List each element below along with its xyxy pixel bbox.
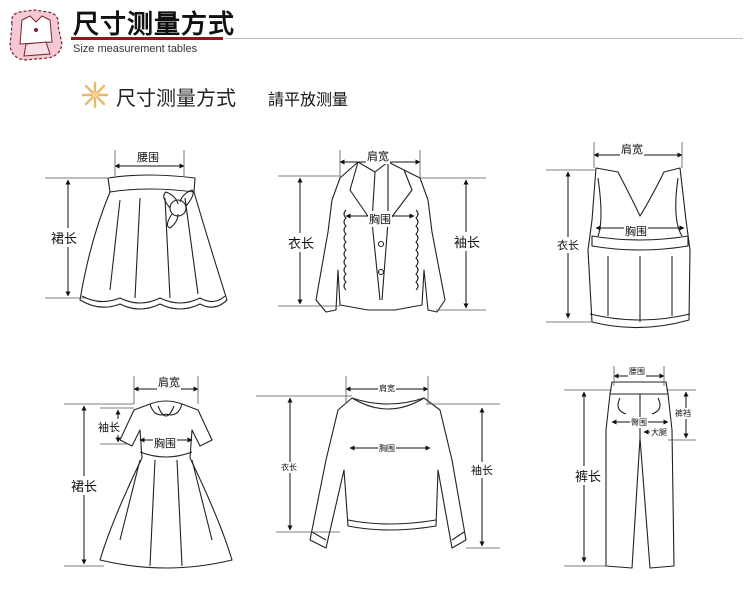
skirt-length-label: 裙长 bbox=[50, 228, 79, 247]
skirt-drawing bbox=[45, 150, 228, 310]
page-header: 尺寸测量方式 Size measurement tables bbox=[0, 0, 750, 61]
sweater-shoulder-label: 肩宽 bbox=[378, 383, 396, 394]
pants-rise-label: 裤裆 bbox=[674, 408, 692, 419]
sweater-chest-label: 胸围 bbox=[378, 443, 396, 454]
title-underline bbox=[71, 37, 223, 40]
vest-shoulder-label: 肩宽 bbox=[620, 141, 644, 157]
sweater-drawing bbox=[256, 376, 500, 549]
pants-length-label: 裤长 bbox=[574, 466, 603, 485]
pants-thigh-label: 大腿 bbox=[650, 427, 668, 438]
dress-shoulder-label: 肩宽 bbox=[157, 374, 181, 390]
star-burst-icon bbox=[81, 81, 109, 109]
page-subtitle: Size measurement tables bbox=[73, 43, 198, 55]
jacket-drawing bbox=[278, 150, 486, 313]
jacket-chest-label: 胸围 bbox=[368, 211, 392, 227]
shirt-outfit-icon bbox=[9, 9, 63, 61]
dress-sleeve-label: 袖长 bbox=[97, 419, 121, 435]
page-title: 尺寸测量方式 bbox=[73, 10, 236, 40]
sweater-sleeve-label: 袖长 bbox=[470, 462, 494, 478]
dress-drawing bbox=[64, 376, 233, 569]
pants-hip-label: 臀围 bbox=[630, 417, 648, 428]
jacket-length-label: 衣长 bbox=[287, 233, 316, 252]
skirt-waist-label: 腰围 bbox=[136, 149, 160, 165]
vest-chest-label: 胸围 bbox=[624, 223, 648, 239]
section-note: 請平放测量 bbox=[268, 90, 349, 109]
jacket-shoulder-label: 肩宽 bbox=[366, 148, 390, 164]
section-title: 尺寸测量方式 bbox=[116, 86, 236, 110]
pants-waist-label: 腰围 bbox=[628, 366, 646, 377]
vest-drawing bbox=[546, 142, 691, 329]
jacket-sleeve-label: 袖长 bbox=[453, 232, 482, 251]
dress-length-label: 裙长 bbox=[70, 476, 99, 495]
header-divider bbox=[225, 38, 743, 39]
dress-chest-label: 胸围 bbox=[153, 435, 177, 451]
vest-length-label: 衣长 bbox=[556, 237, 580, 253]
sweater-length-label: 衣长 bbox=[280, 462, 298, 473]
